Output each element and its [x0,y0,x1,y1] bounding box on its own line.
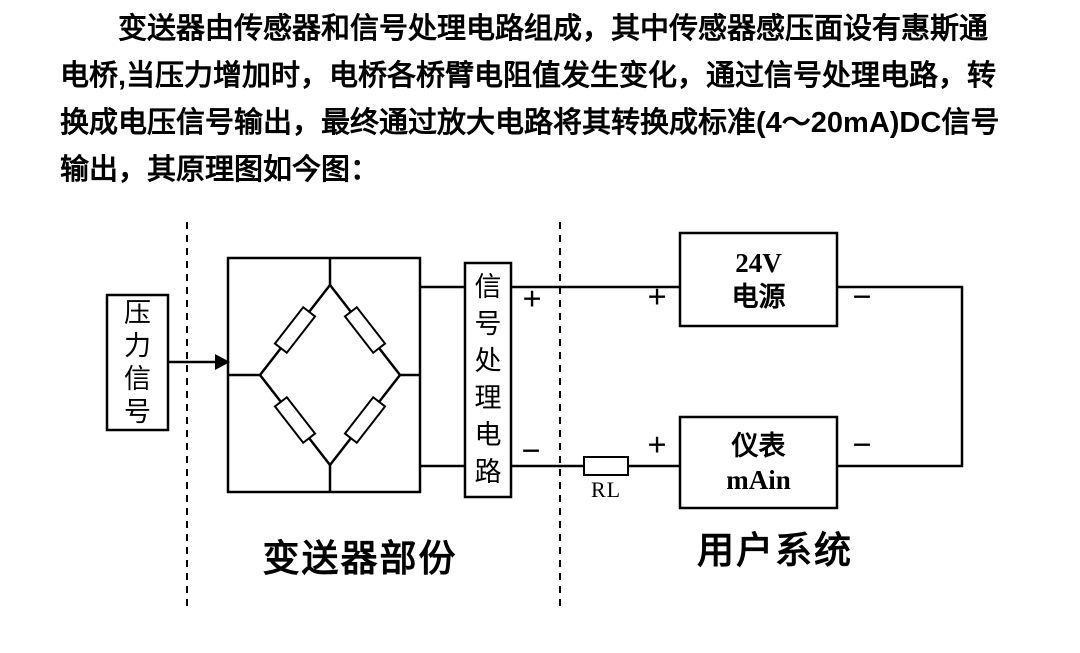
meter-label: 仪表 mAin [680,417,837,508]
meter-minus-sign: − [852,427,872,464]
power-supply-line2: 电源 [731,281,786,312]
bridge-resistor-top-left [273,305,317,355]
power-supply-line1: 24V [735,247,782,278]
signal-output-minus-sign: − [521,433,541,470]
signal-processing-box [463,261,513,499]
bridge-resistor-top-right [343,305,387,355]
load-resistor-label: RL [590,477,622,502]
meter-plus-sign: + [647,427,667,464]
wire-return-loop [837,285,964,468]
transmitter-section-caption: 变送器部份 [262,539,458,580]
signal-processing-label: 信号处理电路 [474,272,502,487]
bridge-resistor-bottom-right [343,395,387,445]
intro-paragraph: 变送器由传感器和信号处理电路组成，其中传感器感压面设有惠斯通电桥,当压力增加时，… [60,13,1000,186]
bridge-resistor-bottom-left [273,395,317,445]
pressure-signal-label: 压力信号 [124,297,151,427]
power-supply-label: 24V 电源 [680,233,837,326]
power-plus-sign: + [647,279,667,316]
user-system-caption: 用户系统 [697,531,853,572]
load-resistor [583,456,629,476]
wheatstone-bridge-diamond [258,282,402,468]
meter-box [678,415,839,510]
power-minus-sign: − [852,279,872,316]
meter-line1: 仪表 [731,430,786,461]
power-supply-box [678,231,839,328]
signal-output-plus-sign: + [522,281,542,318]
meter-line2: mAin [726,464,791,495]
signal-arrow-head [215,354,230,370]
